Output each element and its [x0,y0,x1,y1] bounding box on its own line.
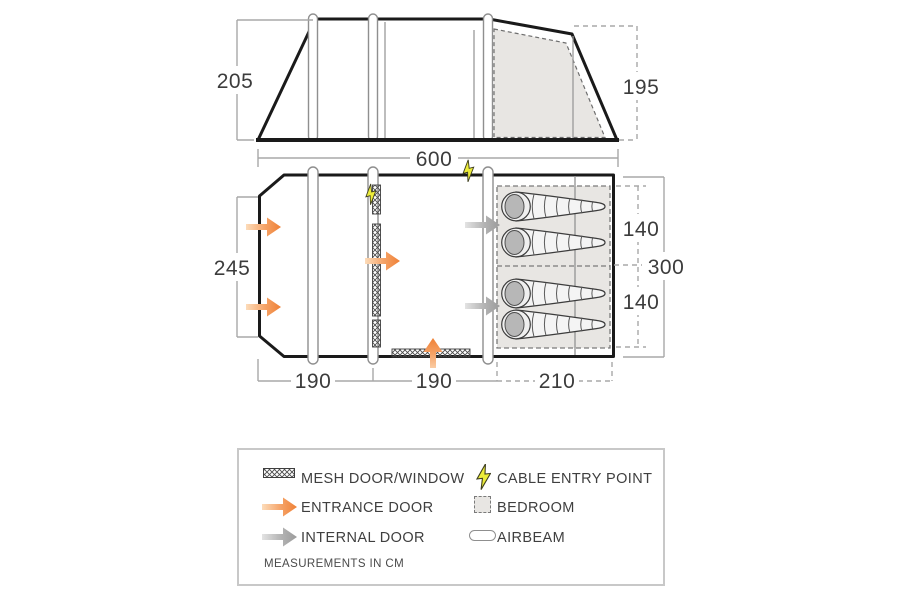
airbeam-icon [307,13,319,142]
airbeam-icon [462,530,502,541]
airbeam-icon [367,13,379,142]
airbeam-icon [307,166,319,365]
dimension-140s [614,185,646,348]
label-mask [412,368,456,394]
dim-label-bedroom-width: 300 [648,256,685,279]
label-mask [210,253,256,281]
label-mask [616,287,662,315]
label-mask [410,146,458,171]
entrance-door-icon [259,497,299,517]
label-mask [535,368,579,394]
bedroom-icon [462,496,502,513]
label-mask [616,214,662,242]
dim-label-living-length: 190 [416,370,453,393]
label-mask [618,72,664,100]
legend-item-mesh: MESH DOOR/WINDOW [301,467,464,491]
label-mask [642,252,690,280]
legend-label: AIRBEAM [497,530,566,546]
dim-label-front-height: 205 [217,70,254,93]
dim-label-living-width: 245 [214,257,251,280]
legend-label: MESH DOOR/WINDOW [301,471,465,487]
legend-label: CABLE ENTRY POINT [497,471,653,487]
dim-label-total-length: 600 [416,148,453,171]
elevation-view: 205 195 [212,13,664,142]
floorplan-view: 245 140 140 300 [210,158,690,394]
elevation-seam-lines [384,22,574,139]
legend-box: MESH DOOR/WINDOW CABLE ENTRY POINT ENTRA… [237,448,665,586]
dim-label-bedroom-depth-top: 140 [623,218,660,241]
legend-label: BEDROOM [497,500,575,516]
mesh-door-window-icon [372,223,381,317]
dim-label-bedroom-depth-bottom: 140 [623,291,660,314]
internal-door-icon [259,527,299,547]
dim-label-porch-length: 190 [295,370,332,393]
legend-item-entrance: ENTRANCE DOOR [301,496,434,520]
measurements-note: MEASUREMENTS IN CM [264,558,405,570]
dim-label-bedroom-length: 210 [539,370,576,393]
legend-item-internal: INTERNAL DOOR [301,526,425,550]
legend-label: INTERNAL DOOR [301,530,425,546]
legend-item-airbeam: AIRBEAM [497,526,565,550]
elevation-bedroom-area [493,28,606,139]
airbeam-icon [482,166,494,365]
mesh-door-window-icon [372,184,381,215]
mesh-door-window-icon [372,319,381,348]
label-mask [291,368,335,394]
cable-entry-point-icon [462,464,502,491]
legend-label: ENTRANCE DOOR [301,500,434,516]
dim-label-rear-height: 195 [623,76,660,99]
airbeam-icon [482,13,494,142]
mesh-door-window-icon [259,467,299,479]
legend-item-cable: CABLE ENTRY POINT [497,467,652,491]
label-mask [212,66,258,94]
legend-item-bedroom: BEDROOM [497,496,575,520]
